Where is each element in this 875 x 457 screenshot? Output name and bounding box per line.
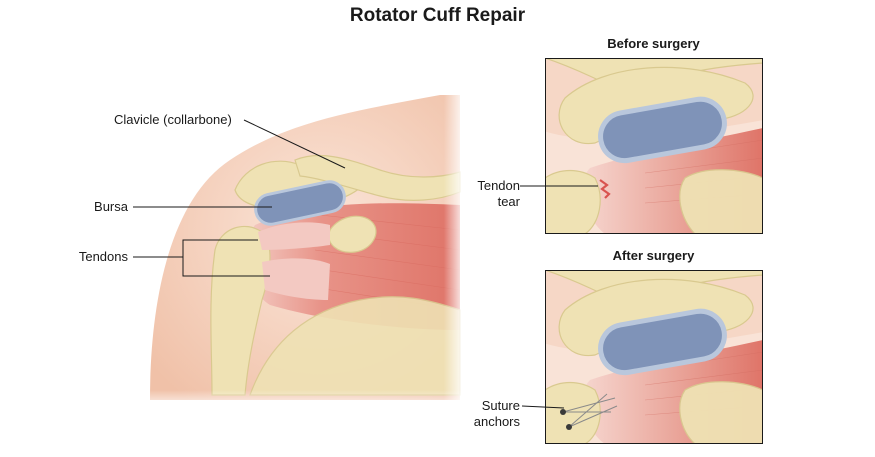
before-panel-title: Before surgery [607,36,700,51]
tendon-tear-mark [599,179,611,199]
after-panel-title: After surgery [612,248,695,263]
suture-anchors-label-line2: anchors [473,414,520,429]
tendon-tear-label-line2: tear [497,194,520,209]
tendon-tear-label-line1: Tendon [477,178,520,193]
tendon-upper [258,222,330,250]
clavicle-leader [243,119,346,169]
suture-anchor-leader [521,405,565,409]
clavicle-label: Clavicle (collarbone) [114,112,232,127]
suture-anchors-label-line1: Suture [481,398,520,413]
tendons-label: Tendons [78,249,128,264]
suture-anchor-1 [560,409,566,415]
bursa [254,180,346,226]
tendon-tear-leader [520,185,598,187]
tendons-bracket [182,239,270,277]
before-panel [545,58,763,234]
after-bursa [598,308,727,376]
tendon-lower [262,258,330,300]
before-bursa [598,96,727,164]
bursa-label: Bursa [94,199,128,214]
suture-threads [562,393,618,428]
diagram-title: Rotator Cuff Repair [349,5,526,26]
after-panel [545,270,763,444]
suture-anchor-2 [566,424,572,430]
coracoid-bone [328,215,377,253]
